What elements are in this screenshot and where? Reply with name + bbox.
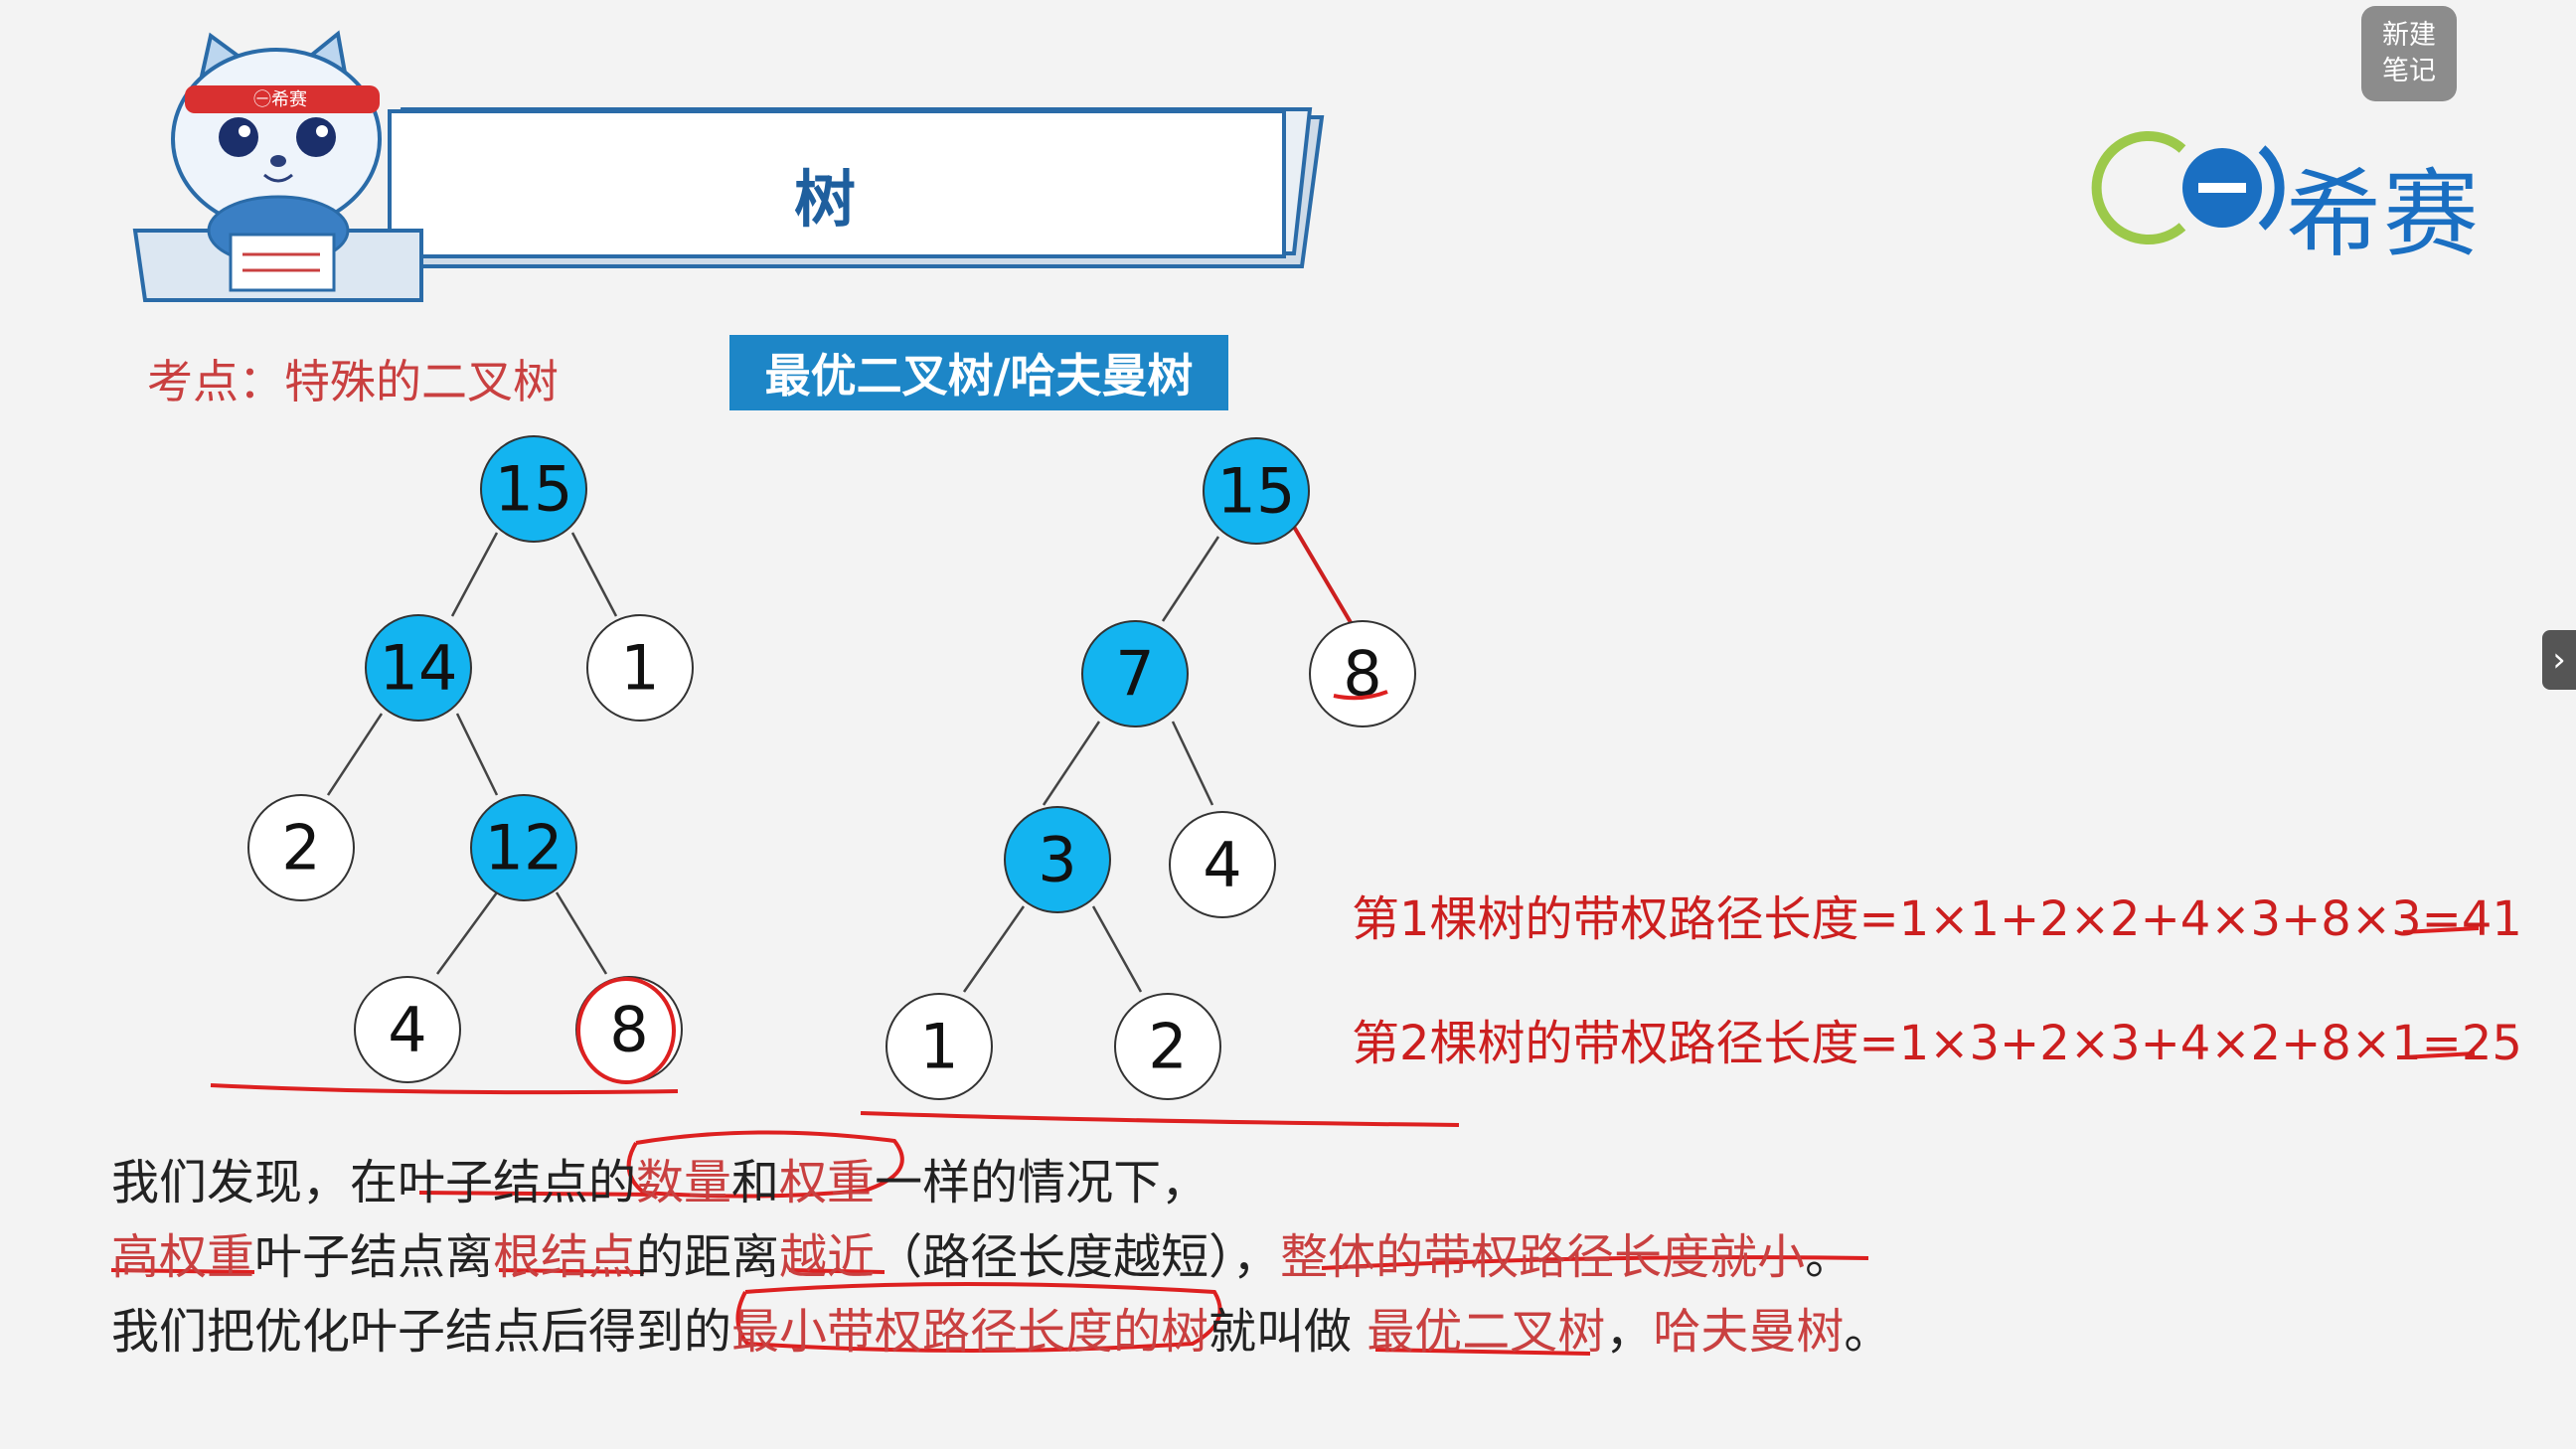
formula-tree2: 第2棵树的带权路径长度=1×3+2×3+4×2+8×1=25 [1352, 1016, 2522, 1071]
tree1-node-1: 1 [586, 614, 694, 722]
brand-name: 希赛 [2286, 159, 2481, 270]
svg-text:3: 3 [1038, 824, 1076, 896]
new-note-label-line2: 笔记 [2382, 56, 2436, 86]
tree1-node-14: 14 [365, 614, 472, 722]
svg-text:2: 2 [281, 812, 320, 885]
chevron-right-icon: › [2552, 640, 2566, 680]
tree1-edges [326, 532, 618, 975]
svg-text:14: 14 [380, 632, 458, 705]
paragraph-3: 我们把优化叶子结点后得到的最小带权路径长度的树就叫做 最优二叉树，哈夫曼树。 [111, 1304, 1892, 1360]
tree2-node-15: 15 [1203, 437, 1310, 545]
new-note-label-line1: 新建 [2382, 20, 2436, 51]
tree2-node-4: 4 [1169, 811, 1276, 918]
new-note-button[interactable]: 新建 笔记 [2361, 6, 2457, 101]
paragraph-1: 我们发现，在叶子结点的数量和权重一样的情况下， [111, 1155, 1209, 1210]
svg-text:15: 15 [495, 453, 573, 526]
tree1-node-15: 15 [480, 435, 587, 543]
brand-logo-icon [2091, 131, 2285, 244]
tree1-node-8: 8 [575, 976, 683, 1083]
side-panel-toggle[interactable]: › [2542, 630, 2576, 690]
svg-text:2: 2 [1148, 1011, 1187, 1083]
tree2-edges [962, 525, 1354, 993]
svg-text:7: 7 [1115, 638, 1154, 711]
section-label: 最优二叉树/哈夫曼树 [729, 335, 1228, 410]
paragraph-2: 高权重叶子结点离根结点的距离越近（路径长度越短），整体的带权路径长度就小。 [111, 1229, 1853, 1285]
banner-front-layer [388, 109, 1286, 258]
mascot-cat-icon: ㊀希赛 [171, 30, 382, 292]
svg-text:1: 1 [919, 1011, 958, 1083]
svg-text:㊀希赛: ㊀希赛 [253, 89, 307, 110]
tree2-node-1: 1 [886, 993, 993, 1100]
svg-text:12: 12 [485, 812, 564, 885]
tree1-node-12: 12 [470, 794, 577, 901]
tree2-node-8: 8 [1309, 620, 1416, 727]
tree2-node-3: 3 [1004, 806, 1111, 913]
formula-tree1: 第1棵树的带权路径长度=1×1+2×2+4×3+8×3=41 [1352, 891, 2522, 947]
svg-text:1: 1 [620, 632, 659, 705]
svg-text:4: 4 [388, 994, 426, 1066]
svg-text:4: 4 [1203, 829, 1241, 901]
topic-label: 考点：特殊的二叉树 [147, 355, 559, 408]
tree1-node-2: 2 [247, 794, 355, 901]
handwritten-annotations [110, 690, 2480, 1356]
svg-text:8: 8 [609, 994, 648, 1066]
tree1-node-4: 4 [354, 976, 461, 1083]
tree2-node-7: 7 [1081, 620, 1189, 727]
svg-text:15: 15 [1217, 455, 1296, 528]
page-title: 树 [793, 163, 856, 236]
tree2-node-2: 2 [1114, 993, 1221, 1100]
